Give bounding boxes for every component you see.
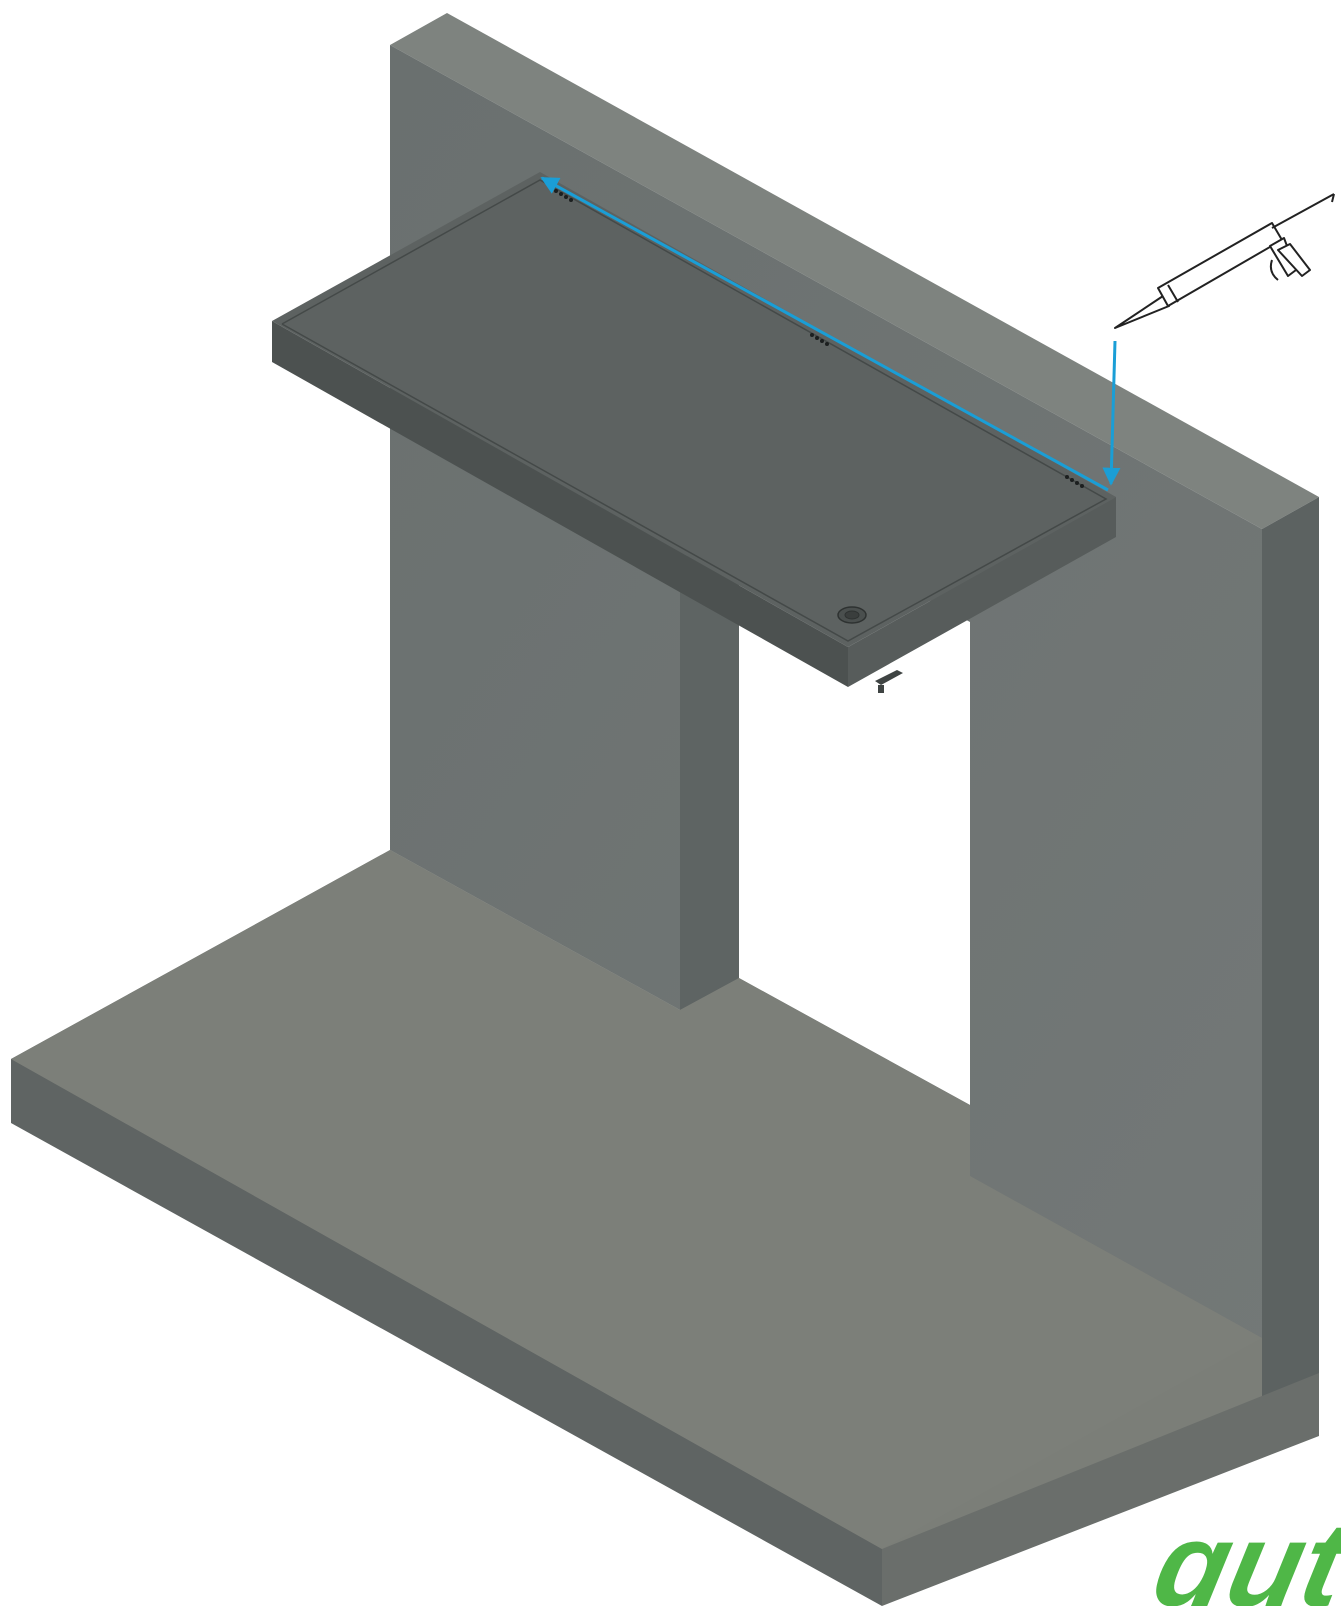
shelf-side <box>848 497 1116 687</box>
wall-top-edge <box>390 13 1319 529</box>
wall-opening <box>739 527 970 1105</box>
shelf-front <box>272 321 848 687</box>
svg-text:gutta: gutta <box>1142 1497 1341 1606</box>
arrow-icon <box>540 176 1121 492</box>
shelf <box>272 172 1116 693</box>
wall-side-face <box>1262 497 1319 1414</box>
shelf-top <box>272 172 1116 647</box>
shelf-tab-foot <box>878 685 884 693</box>
drain-icon <box>837 606 867 624</box>
base-front <box>11 1059 882 1606</box>
screw-dots-middle <box>810 333 829 346</box>
down-arrow <box>1102 340 1121 486</box>
seal-line-arrow <box>540 176 1109 492</box>
gutta-logo: gutta <box>1142 1497 1341 1606</box>
left-pillar-side <box>680 527 739 1013</box>
base-side <box>882 1373 1319 1606</box>
shelf-tab <box>875 670 903 685</box>
caulking-gun-icon <box>1114 193 1335 329</box>
shelf-rim <box>281 179 1108 642</box>
screw-dots-right <box>1065 475 1084 488</box>
base-top-inner <box>11 850 1262 1549</box>
base-slab <box>11 850 1319 1606</box>
